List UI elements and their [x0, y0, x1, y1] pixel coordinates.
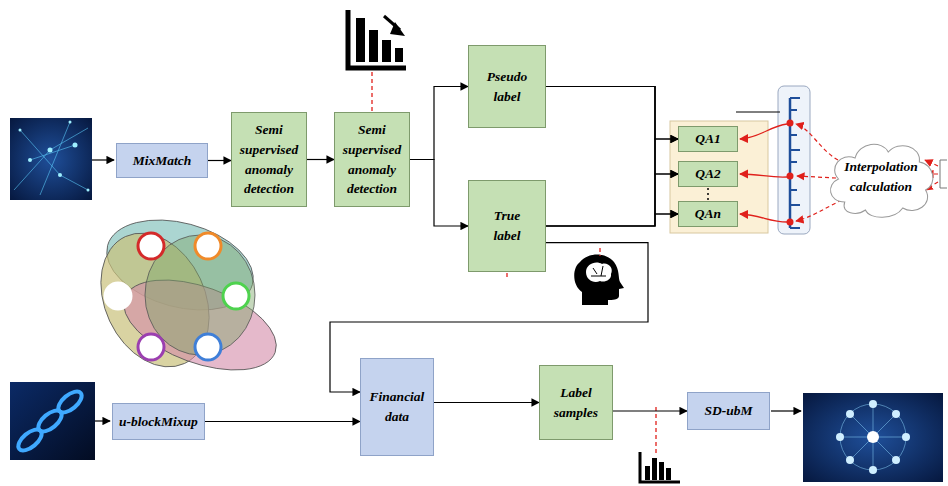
dashed-leader — [599, 248, 600, 256]
node-text: Interpolation calculation — [834, 157, 928, 196]
dashed-leader — [371, 72, 372, 111]
dashed-leader — [506, 273, 507, 280]
qa-box: QA2 — [678, 161, 738, 187]
process-box: u-blockMixup — [112, 403, 205, 440]
process-box: Label samples — [539, 365, 613, 440]
venn-illustration — [80, 205, 288, 388]
brain-head-icon — [574, 255, 624, 306]
connector-arrow — [205, 421, 360, 422]
cloud-shape: Interpolation calculation — [824, 132, 938, 222]
connector-arrow — [546, 139, 678, 226]
dashed-leader — [655, 407, 656, 455]
node-text: QAn — [695, 204, 721, 224]
image-arrow — [92, 159, 114, 160]
connector-arrow — [546, 174, 678, 226]
cloud-outline — [824, 132, 938, 222]
data-box: Financial data — [360, 358, 434, 456]
label-box: Pseudo label — [468, 45, 546, 128]
ellipsis-dots — [707, 188, 709, 200]
interpolation-scale — [736, 86, 842, 234]
connector-arrow — [546, 214, 678, 226]
connector-arrow — [307, 159, 334, 160]
network-image — [803, 393, 943, 482]
node-text: Label samples — [546, 383, 606, 422]
node-text: u-blockMixup — [119, 412, 198, 432]
connector-arrow — [434, 402, 539, 403]
network-image — [10, 118, 92, 200]
connector-arrow — [546, 87, 678, 175]
node-text: Financial data — [367, 387, 427, 426]
node-text: QA2 — [695, 164, 721, 184]
decline-chart-icon — [348, 10, 406, 68]
node-text: True label — [481, 206, 533, 245]
bar-chart-icon — [640, 452, 680, 482]
node-text: MixMatch — [133, 151, 192, 171]
connector-arrow — [208, 160, 231, 161]
connector-arrow — [546, 87, 678, 215]
output-arrow — [771, 410, 801, 411]
qa-box: QAn — [678, 201, 738, 227]
node-text: QA1 — [695, 129, 721, 149]
qa-box: QA1 — [678, 126, 738, 152]
node-text: Semi supervised anomaly detection — [235, 120, 303, 198]
node-text: SD-ubM — [704, 401, 752, 421]
connector-arrow — [546, 87, 678, 140]
connector-arrow — [410, 87, 468, 160]
process-box: MixMatch — [116, 143, 208, 178]
connector-arrow — [410, 160, 468, 227]
process-box: Semi supervised anomaly detection — [334, 112, 410, 207]
label-box: True label — [468, 180, 546, 272]
chain-image — [10, 382, 95, 460]
process-box: Semi supervised anomaly detection — [231, 112, 307, 207]
node-text: Pseudo label — [481, 67, 533, 106]
connector-arrow — [613, 410, 687, 411]
node-text: Semi supervised anomaly detection — [338, 120, 406, 198]
image-arrow — [95, 420, 110, 421]
process-box: SD-ubM — [687, 392, 770, 430]
